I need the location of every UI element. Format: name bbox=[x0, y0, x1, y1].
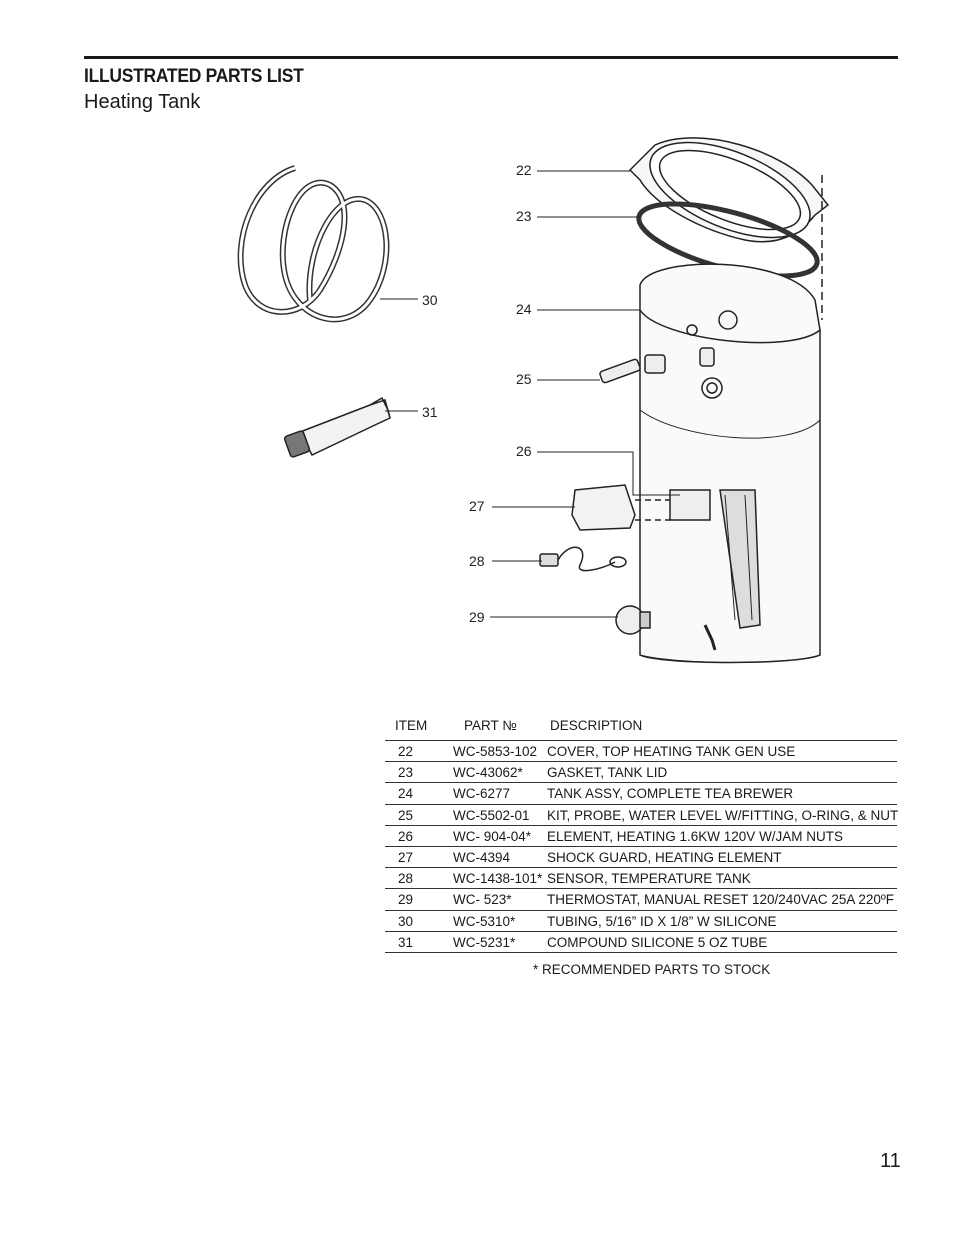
callout-31: 31 bbox=[422, 404, 438, 420]
page-subtitle: Heating Tank bbox=[84, 91, 201, 113]
thermostat-icon bbox=[615, 605, 717, 651]
callout-30: 30 bbox=[422, 292, 438, 308]
callout-leaders bbox=[380, 170, 680, 618]
table-header: ITEM PART № DESCRIPTION bbox=[385, 716, 897, 741]
parts-table: ITEM PART № DESCRIPTION 22 WC-5853-102 C… bbox=[385, 716, 899, 953]
table-row: 24 WC-6277 TANK ASSY, COMPLETE TEA BREWE… bbox=[385, 783, 897, 805]
cell-description: GASKET, TANK LID bbox=[547, 765, 668, 781]
header-part: PART № bbox=[464, 718, 517, 733]
cell-item: 30 bbox=[398, 913, 414, 929]
cell-item: 24 bbox=[398, 786, 414, 802]
callout-23: 23 bbox=[516, 208, 532, 224]
table-row: 30 WC-5310* TUBING, 5/16” ID X 1/8” W SI… bbox=[385, 911, 897, 932]
temperature-sensor-icon bbox=[539, 546, 627, 572]
table-row: 29 WC- 523* THERMOSTAT, MANUAL RESET 120… bbox=[385, 889, 897, 911]
cell-item: 28 bbox=[398, 871, 414, 887]
callout-26: 26 bbox=[516, 443, 532, 459]
header-rule bbox=[84, 56, 898, 59]
callout-27: 27 bbox=[469, 498, 485, 514]
table-row: 31 WC-5231* COMPOUND SILICONE 5 OZ TUBE bbox=[385, 932, 897, 953]
page-title: ILLUSTRATED PARTS LIST bbox=[84, 66, 304, 87]
cell-description: TUBING, 5/16” ID X 1/8” W SILICONE bbox=[547, 913, 777, 929]
table-row: 27 WC-4394 SHOCK GUARD, HEATING ELEMENT bbox=[385, 847, 897, 869]
callout-24: 24 bbox=[516, 301, 532, 317]
cell-description: TANK ASSY, COMPLETE TEA BREWER bbox=[547, 786, 794, 802]
header-description: DESCRIPTION bbox=[550, 718, 643, 733]
cell-item: 29 bbox=[398, 892, 414, 908]
shock-guard-icon bbox=[571, 484, 670, 531]
table-row: 23 WC-43062* GASKET, TANK LID bbox=[385, 762, 897, 784]
callout-25: 25 bbox=[516, 371, 532, 387]
cell-item: 22 bbox=[398, 744, 414, 759]
cell-part: WC-5853-102 bbox=[453, 744, 538, 759]
cell-description: KIT, PROBE, WATER LEVEL W/FITTING, O-RIN… bbox=[547, 807, 899, 823]
cell-description: THERMOSTAT, MANUAL RESET 120/240VAC 25A … bbox=[547, 892, 895, 908]
cell-item: 27 bbox=[398, 849, 414, 865]
tubing-coil-icon bbox=[237, 165, 390, 323]
tank-cover-icon bbox=[628, 137, 830, 243]
cell-description: COVER, TOP HEATING TANK GEN USE bbox=[547, 744, 796, 759]
silicone-tube-icon bbox=[283, 396, 391, 458]
cell-description: ELEMENT, HEATING 1.6KW 120V W/JAM NUTS bbox=[547, 828, 844, 844]
cell-part: WC-1438-101* bbox=[453, 871, 543, 887]
cell-description: SENSOR, TEMPERATURE TANK bbox=[547, 871, 751, 887]
table-row: 28 WC-1438-101* SENSOR, TEMPERATURE TANK bbox=[385, 868, 897, 890]
table-row: 26 WC- 904-04* ELEMENT, HEATING 1.6KW 12… bbox=[385, 826, 897, 847]
cell-part: WC-5310* bbox=[453, 913, 516, 929]
heating-element-icon bbox=[669, 489, 761, 629]
tank-body-icon bbox=[639, 175, 823, 664]
callout-28: 28 bbox=[469, 553, 485, 569]
cell-part: WC- 904-04* bbox=[453, 828, 532, 844]
cell-part: WC-4394 bbox=[453, 849, 511, 865]
cell-description: COMPOUND SILICONE 5 OZ TUBE bbox=[547, 934, 768, 950]
recommended-parts-note: * RECOMMENDED PARTS TO STOCK bbox=[533, 962, 771, 977]
callout-22: 22 bbox=[516, 162, 532, 178]
heating-tank-diagram bbox=[237, 137, 830, 664]
page-number: 11 bbox=[880, 1150, 901, 1172]
cell-part: WC-43062* bbox=[453, 765, 523, 781]
water-level-probe-icon bbox=[599, 347, 715, 384]
cell-item: 31 bbox=[398, 934, 414, 950]
cell-part: WC-5502-01 bbox=[453, 807, 530, 823]
cell-item: 25 bbox=[398, 807, 414, 823]
callout-29: 29 bbox=[469, 609, 485, 625]
table-row: 25 WC-5502-01 KIT, PROBE, WATER LEVEL W/… bbox=[385, 805, 899, 826]
header-item: ITEM bbox=[395, 718, 428, 733]
cell-part: WC-5231* bbox=[453, 934, 516, 950]
cell-item: 23 bbox=[398, 765, 414, 781]
cell-part: WC- 523* bbox=[453, 892, 512, 908]
cell-part: WC-6277 bbox=[453, 786, 511, 802]
table-row: 22 WC-5853-102 COVER, TOP HEATING TANK G… bbox=[385, 741, 897, 763]
cell-description: SHOCK GUARD, HEATING ELEMENT bbox=[547, 849, 782, 865]
cell-item: 26 bbox=[398, 828, 414, 844]
